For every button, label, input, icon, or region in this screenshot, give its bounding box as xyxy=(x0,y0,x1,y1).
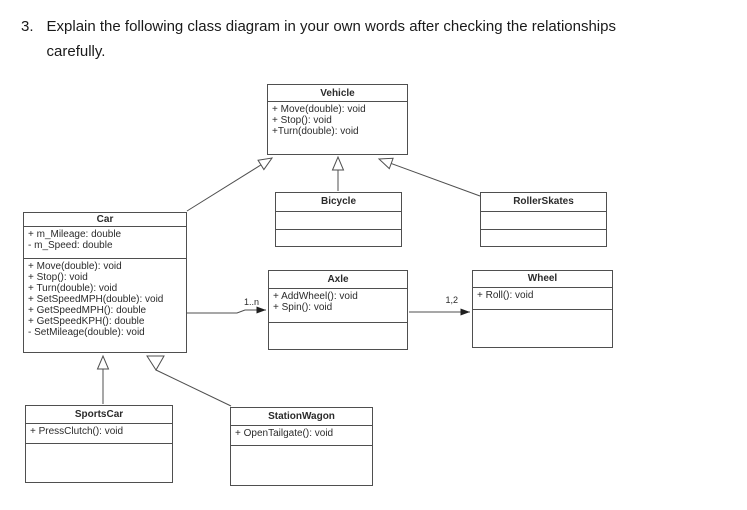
methods-compartment-bicycle xyxy=(276,229,401,246)
methods-compartment-stationwagon: + OpenTailgate(): void xyxy=(231,426,372,445)
class-box-vehicle: Vehicle + Move(double): void+ Stop(): vo… xyxy=(267,84,408,155)
extra-compartment-wheel xyxy=(473,309,612,347)
class-name-sportscar: SportsCar xyxy=(26,406,172,424)
class-name-car: Car xyxy=(24,213,186,227)
class-box-bicycle: Bicycle xyxy=(275,192,402,247)
attributes-compartment-car: + m_Mileage: double- m_Speed: double xyxy=(24,227,186,258)
question-text: Explain the following class diagram in y… xyxy=(47,14,616,64)
class-name-stationwagon: StationWagon xyxy=(231,408,372,426)
class-name-rollerskates: RollerSkates xyxy=(481,193,606,212)
member-line: + Move(double): void xyxy=(28,261,122,272)
member-line: + Stop(): void xyxy=(28,272,88,283)
class-name-wheel: Wheel xyxy=(473,271,612,288)
methods-compartment-sportscar: + PressClutch(): void xyxy=(26,424,172,443)
generalization-car-vehicle xyxy=(186,157,274,212)
member-line: + PressClutch(): void xyxy=(30,426,124,437)
class-name-axle: Axle xyxy=(269,271,407,289)
member-line: + Turn(double): void xyxy=(28,283,118,294)
member-line: + OpenTailgate(): void xyxy=(235,428,334,439)
class-name-bicycle: Bicycle xyxy=(276,193,401,212)
member-line: + Spin(): void xyxy=(273,302,333,313)
multiplicity-axle-wheel: 1,2 xyxy=(445,295,458,305)
member-line: + SetSpeedMPH(double): void xyxy=(28,294,164,305)
question-line-2: carefully. xyxy=(46,43,106,60)
extra-compartment-axle xyxy=(269,322,407,349)
member-line: + Move(double): void xyxy=(272,104,366,115)
class-box-sportscar: SportsCar + PressClutch(): void xyxy=(25,405,173,483)
attributes-compartment-rollerskates xyxy=(481,212,606,229)
generalization-rollerskates-vehicle xyxy=(377,157,481,197)
member-line: - SetMileage(double): void xyxy=(28,327,145,338)
extra-compartment-sportscar xyxy=(26,443,172,482)
generalization-triangle-stationwagon-car xyxy=(146,355,165,371)
member-line: + AddWheel(): void xyxy=(273,291,358,302)
question-number: 3. xyxy=(21,18,34,35)
methods-compartment-car: + Move(double): void+ Stop(): void+ Turn… xyxy=(24,258,186,352)
attributes-compartment-bicycle xyxy=(276,212,401,229)
generalization-stationwagon-car xyxy=(155,369,232,407)
extra-compartment-stationwagon xyxy=(231,445,372,485)
class-box-car: Car + m_Mileage: double- m_Speed: double… xyxy=(23,212,187,353)
question-line-1: Explain the following class diagram in y… xyxy=(46,18,616,35)
class-box-rollerskates: RollerSkates xyxy=(480,192,607,247)
methods-compartment-axle: + AddWheel(): void+ Spin(): void xyxy=(269,289,407,322)
class-box-stationwagon: StationWagon + OpenTailgate(): void xyxy=(230,407,373,486)
class-box-axle: Axle + AddWheel(): void+ Spin(): void xyxy=(268,270,408,350)
multiplicity-car-axle: 1..n xyxy=(244,297,259,307)
class-name-vehicle: Vehicle xyxy=(268,85,407,102)
member-line: + Stop(): void xyxy=(272,115,332,126)
class-box-wheel: Wheel + Roll(): void xyxy=(472,270,613,348)
member-line: + m_Mileage: double xyxy=(28,229,122,240)
methods-compartment-rollerskates xyxy=(481,229,606,246)
member-line: + GetSpeedKPH(): double xyxy=(28,316,145,327)
member-line: +Turn(double): void xyxy=(272,126,359,137)
member-line: + GetSpeedMPH(): double xyxy=(28,305,147,316)
member-line: + Roll(): void xyxy=(477,290,534,301)
association-car-axle xyxy=(187,306,266,314)
methods-compartment-wheel: + Roll(): void xyxy=(473,288,612,309)
question: 3. Explain the following class diagram i… xyxy=(21,14,616,64)
member-line: - m_Speed: double xyxy=(28,240,113,251)
methods-compartment-vehicle: + Move(double): void+ Stop(): void+Turn(… xyxy=(268,102,407,154)
